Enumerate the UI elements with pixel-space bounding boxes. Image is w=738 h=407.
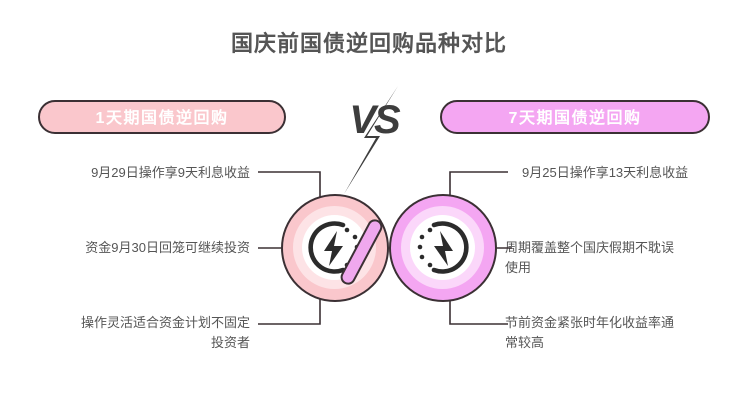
circle-badge-left: [281, 194, 389, 302]
pill-label-right: 7天期国债逆回购: [440, 100, 710, 134]
feature-right-3: 节前资金紧张时年化收益率通 常较高: [505, 315, 675, 350]
feature-left-2: 资金9月30日回笼可继续投资: [85, 240, 250, 255]
vs-label: VS: [349, 98, 400, 142]
circle-badge-right: [389, 194, 497, 302]
page-title: 国庆前国债逆回购品种对比: [230, 31, 507, 56]
feature-right-2: 周期覆盖整个国庆假期不耽误 使用: [505, 240, 675, 275]
feature-left-3: 操作灵活适合资金计划不固定 投资者: [80, 315, 250, 350]
pill-label-left: 1天期国债逆回购: [38, 100, 286, 134]
feature-right-1: 9月25日操作享13天利息收益: [522, 165, 689, 180]
feature-left-1: 9月29日操作享9天利息收益: [91, 165, 250, 180]
vs-badge: VS: [330, 86, 418, 194]
clock-lightning-icon-right: [417, 221, 469, 274]
